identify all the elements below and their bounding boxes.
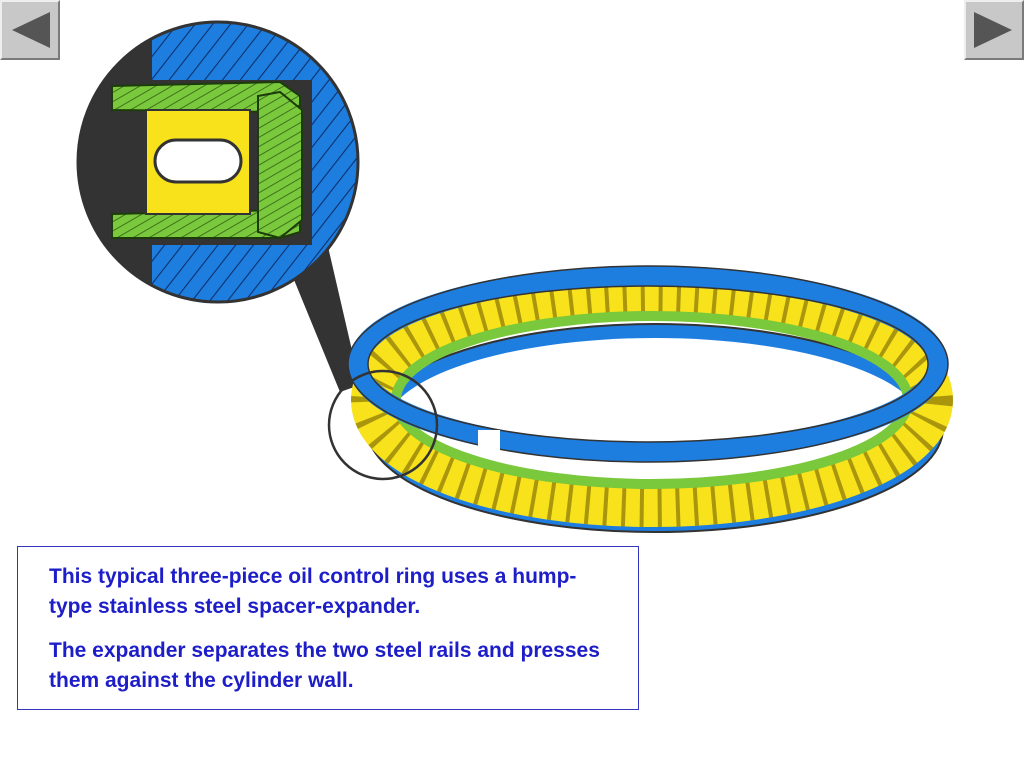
triangle-right-icon [974,12,1012,48]
caption-paragraph-2: The expander separates the two steel rai… [49,639,600,692]
callout-pointer [290,238,360,392]
caption-box: This typical three-piece oil control rin… [17,546,639,710]
detail-highlight-circle [327,369,439,481]
next-slide-button[interactable] [964,0,1024,60]
oil-ring-illustration [76,20,953,533]
oil-ring-assembly [347,265,953,533]
caption-paragraph-1: This typical three-piece oil control rin… [49,565,577,618]
triangle-left-icon [12,12,50,48]
magnified-cross-section [76,20,360,304]
previous-slide-button[interactable] [0,0,60,60]
